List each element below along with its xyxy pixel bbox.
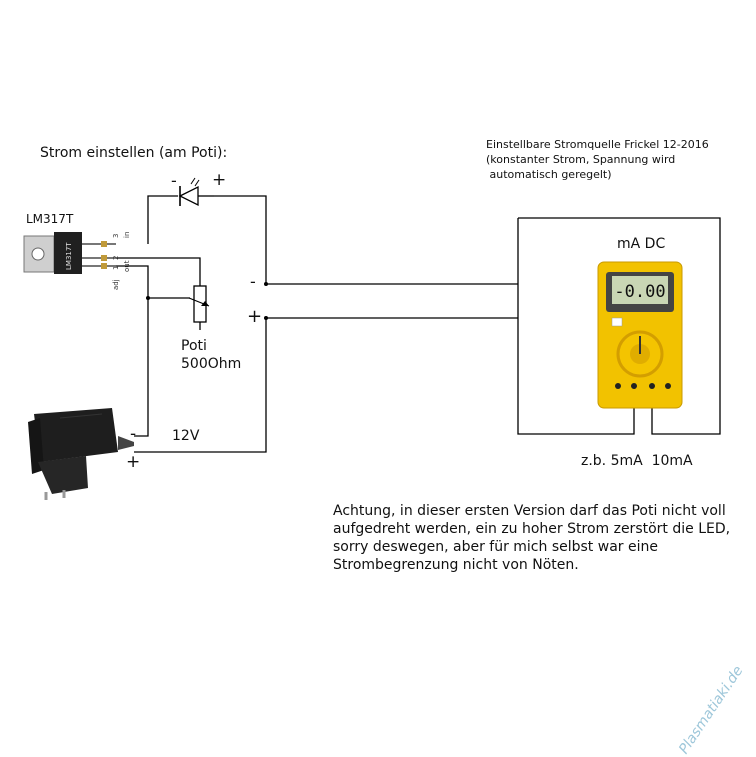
meter-label: mA DC [617, 236, 666, 252]
lm317-pin-1: 1 [112, 266, 120, 270]
lm317-package: LM317T 3 in 2 out 1 adj [23, 232, 131, 290]
warning-line-2: aufgedreht werden, ein zu hoher Strom ze… [333, 521, 731, 537]
lm317-pin-2: 2 [112, 256, 120, 260]
poti-value: 500Ohm [181, 356, 242, 372]
supply-voltage: 12V [172, 428, 200, 444]
output-plus-sign: + [247, 306, 263, 327]
lm317-case-marking: LM317T [65, 242, 73, 270]
supply-minus-sign: - [130, 424, 137, 444]
diode-minus-sign: - [171, 171, 177, 190]
regulator-name: LM317T [26, 212, 74, 226]
led-symbol [178, 177, 214, 207]
warning-note: Achtung, in dieser ersten Version darf d… [333, 502, 730, 574]
lm317-pin-in: in [123, 232, 131, 238]
title-line-2: (konstanter Strom, Spannung wird [486, 153, 676, 166]
meter-ranges: z.b. 5mA 10mA [581, 453, 693, 469]
wire-out-node [116, 265, 149, 298]
wire-meter-loop [518, 217, 721, 435]
warning-line-4: Strombegrenzung nicht von Nöten. [333, 557, 579, 573]
poti-label: Poti [181, 338, 207, 354]
wire-meter-in [517, 218, 635, 435]
warning-line-3: sorry deswegen, aber für mich selbst war… [333, 539, 658, 555]
junction-dot [146, 296, 150, 300]
wires [116, 195, 721, 453]
diode-plus-sign: + [212, 170, 227, 190]
title-line-1: Einstellbare Stromquelle Frickel 12-2016 [486, 138, 709, 151]
warning-line-1: Achtung, in dieser ersten Version darf d… [333, 503, 726, 519]
potentiometer-symbol [188, 285, 210, 323]
lm317-pin-out: out [123, 260, 131, 272]
heading-current-adjust: Strom einstellen (am Poti): [40, 145, 228, 161]
wire-supply-plus [134, 318, 267, 453]
wire-diode-right [214, 195, 267, 284]
wire-node-supply [134, 298, 149, 437]
wire-diode-top [147, 195, 178, 244]
lm317-pin-3: 3 [112, 234, 120, 238]
power-adapter [28, 408, 134, 500]
terminal-minus-dot [264, 282, 268, 286]
output-minus-sign: - [250, 272, 256, 291]
terminal-plus-dot [264, 316, 268, 320]
multimeter-device: -0.00 [597, 261, 683, 409]
wire-adj-poti [116, 257, 201, 286]
title-line-3: automatisch geregelt) [486, 168, 612, 181]
supply-plus-sign: + [126, 452, 141, 472]
lm317-pin-adj: adj [112, 279, 120, 290]
title-block: Einstellbare Stromquelle Frickel 12-2016… [486, 137, 709, 182]
multimeter-display-value: -0.00 [614, 282, 665, 302]
